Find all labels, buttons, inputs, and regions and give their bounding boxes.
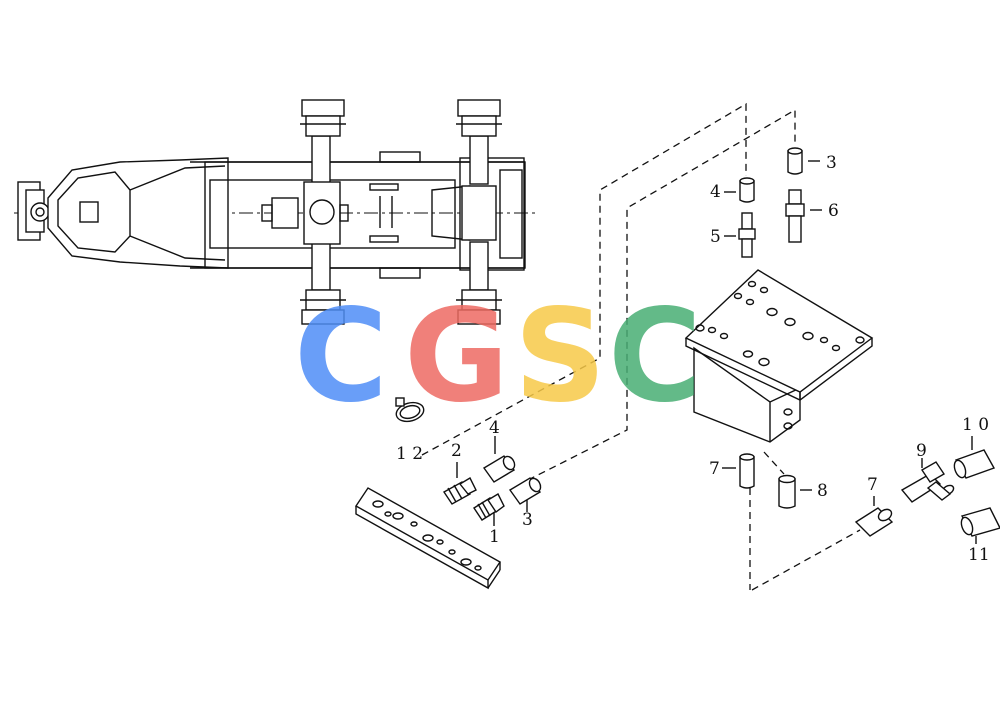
- nipple-fitting-part-5: [724, 212, 756, 258]
- sleeve-part-11: [960, 507, 1000, 537]
- sleeve-part-3-top: [787, 147, 820, 175]
- sleeve-part-8: [778, 474, 796, 509]
- callout-1: 1: [489, 527, 500, 547]
- callout-7-right: 7: [867, 475, 878, 495]
- sleeve-part-4-bottom: [482, 455, 516, 483]
- watermark-letter-s: S: [514, 282, 606, 431]
- callout-6: 6: [828, 201, 839, 221]
- callout-11: 11: [968, 545, 990, 565]
- sleeve-part-7-left: [739, 453, 755, 489]
- watermark-letter-g: G: [404, 282, 509, 431]
- fitting-part-2: [442, 477, 477, 505]
- callout-4: 4: [489, 418, 500, 438]
- callout-12: 1 2: [396, 444, 423, 464]
- sleeve-part-10: [953, 449, 996, 479]
- sleeve-part-3-bottom: [508, 477, 542, 505]
- callout-3-top: 3: [826, 153, 837, 173]
- fitting-part-1: [473, 493, 505, 521]
- watermark-letter-c1: C: [294, 282, 388, 431]
- callout-7-left: 7: [709, 459, 720, 479]
- watermark-letter-c2: C: [608, 282, 702, 431]
- callout-2: 2: [451, 441, 462, 461]
- callout-5: 5: [710, 227, 721, 247]
- nipple-fitting-part-6: [785, 189, 822, 243]
- tee-fitting-part-9: [900, 461, 955, 503]
- cgsc-watermark: C G S C: [294, 282, 702, 431]
- mounting-bracket: [354, 487, 502, 590]
- sleeve-part-4-top: [724, 177, 755, 203]
- hose-routing-lines: [421, 102, 861, 591]
- callout-9: 9: [916, 441, 927, 461]
- sleeve-part-7-right: [854, 507, 894, 537]
- tractor-chassis: [14, 99, 535, 325]
- callout-4-top: 4: [710, 182, 721, 202]
- callout-8: 8: [817, 481, 828, 501]
- valve-block-assembly: [684, 269, 874, 443]
- hose-clamp-part-12: [395, 397, 425, 423]
- callout-3: 3: [522, 510, 533, 530]
- callout-10: 1 0: [962, 415, 989, 435]
